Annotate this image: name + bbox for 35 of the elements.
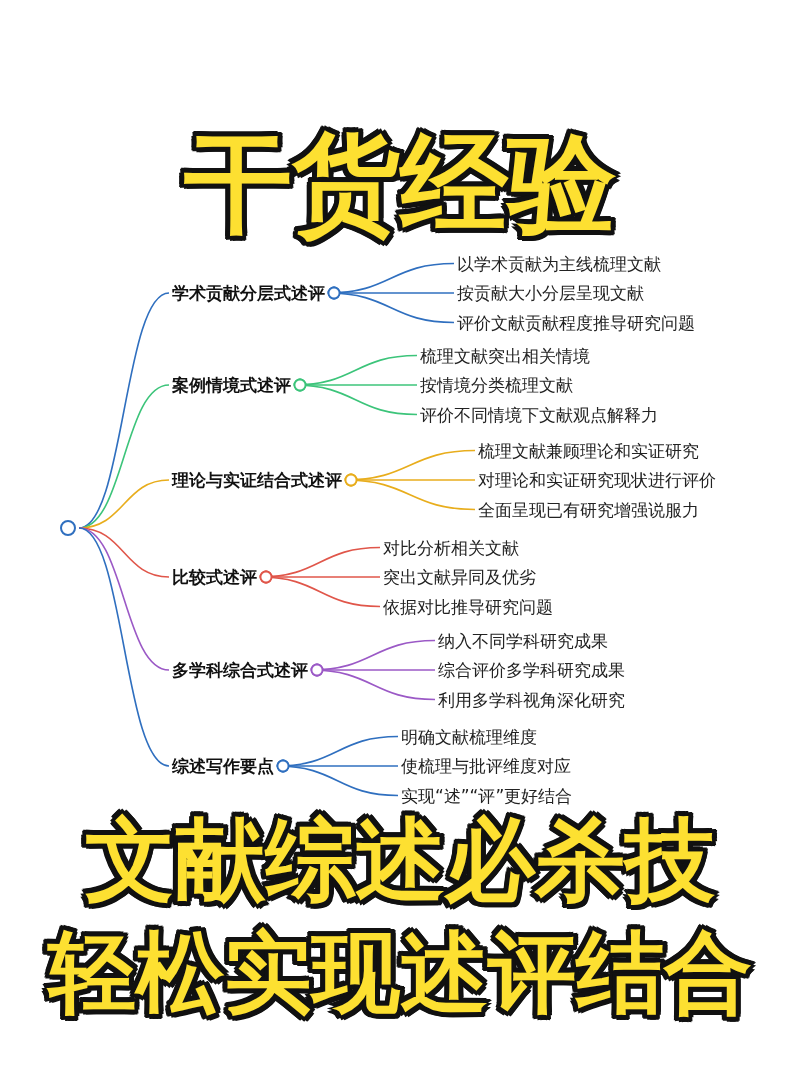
leaf-label: 突出文献异同及优劣 xyxy=(383,566,536,588)
branch-label: 综述写作要点 xyxy=(172,755,274,777)
leaf-label: 评价不同情境下文献观点解释力 xyxy=(420,403,658,426)
leaf-label: 对理论和实证研究现状进行评价 xyxy=(478,469,716,491)
root-circle xyxy=(60,520,76,536)
leaf-label: 评价文献贡献程度推导研究问题 xyxy=(457,311,695,334)
branch-label: 理论与实证结合式述评 xyxy=(172,469,342,491)
connector-line xyxy=(293,378,418,416)
leaf-label: 梳理文献兼顾理论和实证研究 xyxy=(478,439,699,462)
connector-line xyxy=(310,663,436,701)
leaf-label: 全面呈现已有研究增强说服力 xyxy=(478,498,699,521)
connector-line xyxy=(276,759,399,797)
leaf-label: 按贡献大小分层呈现文献 xyxy=(457,282,644,304)
leaf-label: 对比分析相关文献 xyxy=(383,536,519,559)
connector-line xyxy=(344,473,476,511)
leaf-label: 明确文献梳理维度 xyxy=(401,725,537,748)
leaf-label: 使梳理与批评维度对应 xyxy=(401,755,571,777)
leaf-label: 依据对比推导研究问题 xyxy=(383,595,553,618)
connector-line xyxy=(327,286,455,324)
leaf-label: 综合评价多学科研究成果 xyxy=(438,659,625,681)
connector-line xyxy=(78,527,170,767)
connector-line xyxy=(78,527,170,671)
branch-label: 案例情境式述评 xyxy=(172,374,291,396)
leaf-label: 以学术贡献为主线梳理文献 xyxy=(457,252,661,275)
leaf-label: 纳入不同学科研究成果 xyxy=(438,629,608,652)
subtitle: 轻松实现述评结合 xyxy=(48,925,752,1022)
branch-label: 比较式述评 xyxy=(172,566,257,588)
leaf-label: 利用多学科视角深化研究 xyxy=(438,688,625,711)
leaf-label: 实现“述”“评”更好结合 xyxy=(401,784,573,807)
connector-line xyxy=(259,570,381,608)
branch-label: 多学科综合式述评 xyxy=(172,659,308,681)
subtitle: 文献综述必杀技 xyxy=(85,810,715,909)
leaf-label: 按情境分类梳理文献 xyxy=(420,374,573,396)
branch-label: 学术贡献分层式述评 xyxy=(172,282,325,304)
leaf-label: 梳理文献突出相关情境 xyxy=(420,344,590,367)
